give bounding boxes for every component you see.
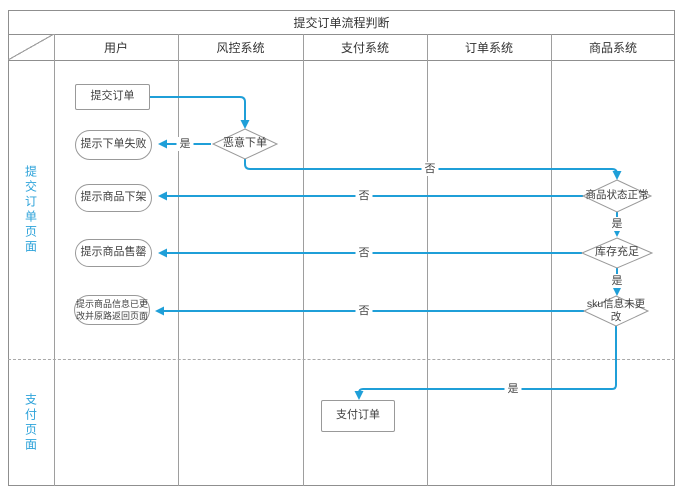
row-label-submit-page: 提交订单页面: [8, 60, 54, 359]
row-label-pay-page: 支付页面: [8, 359, 54, 486]
diagram-title: 提交订单流程判断: [293, 15, 390, 30]
edge-label-status-yes: 是: [608, 217, 626, 231]
header-divider: [8, 60, 675, 61]
table-frame: [8, 10, 675, 486]
edge-label-status-no: 否: [355, 189, 373, 203]
lane-header-product: 商品系统: [588, 40, 637, 55]
node-product-removed: 提示商品下架: [75, 184, 152, 212]
node-pay-order: 支付订单: [321, 400, 395, 432]
node-sold-out: 提示商品售罄: [75, 239, 152, 267]
row-divider-dashed: [8, 359, 675, 360]
edge-label-stock-no: 否: [355, 246, 373, 260]
title-divider: [8, 34, 675, 35]
edge-label-sku-yes: 是: [504, 382, 522, 396]
corner-cell-diagonal: [8, 34, 54, 60]
column-divider-1: [54, 34, 55, 486]
lane-header-risk: 风控系统: [216, 40, 265, 55]
node-submit-order: 提交订单: [75, 84, 150, 110]
lane-header-order: 订单系统: [464, 40, 513, 55]
column-divider-5: [551, 34, 552, 486]
edge-label-malicious-yes: 是: [176, 137, 194, 151]
lane-header-user: 用户: [103, 40, 128, 55]
lane-header-payment: 支付系统: [340, 40, 389, 55]
node-info-changed: 提示商品信息已更改并原路返回页面: [74, 295, 150, 325]
column-divider-2: [178, 34, 179, 486]
column-divider-4: [427, 34, 428, 486]
row-label-pay-page-text: 支付页面: [23, 392, 38, 453]
edge-label-malicious-no: 否: [421, 162, 439, 176]
column-divider-3: [303, 34, 304, 486]
edge-label-stock-yes: 是: [608, 274, 626, 288]
node-order-fail: 提示下单失败: [75, 130, 152, 160]
row-label-submit-page-text: 提交订单页面: [23, 164, 38, 255]
edge-label-sku-no: 否: [355, 304, 373, 318]
